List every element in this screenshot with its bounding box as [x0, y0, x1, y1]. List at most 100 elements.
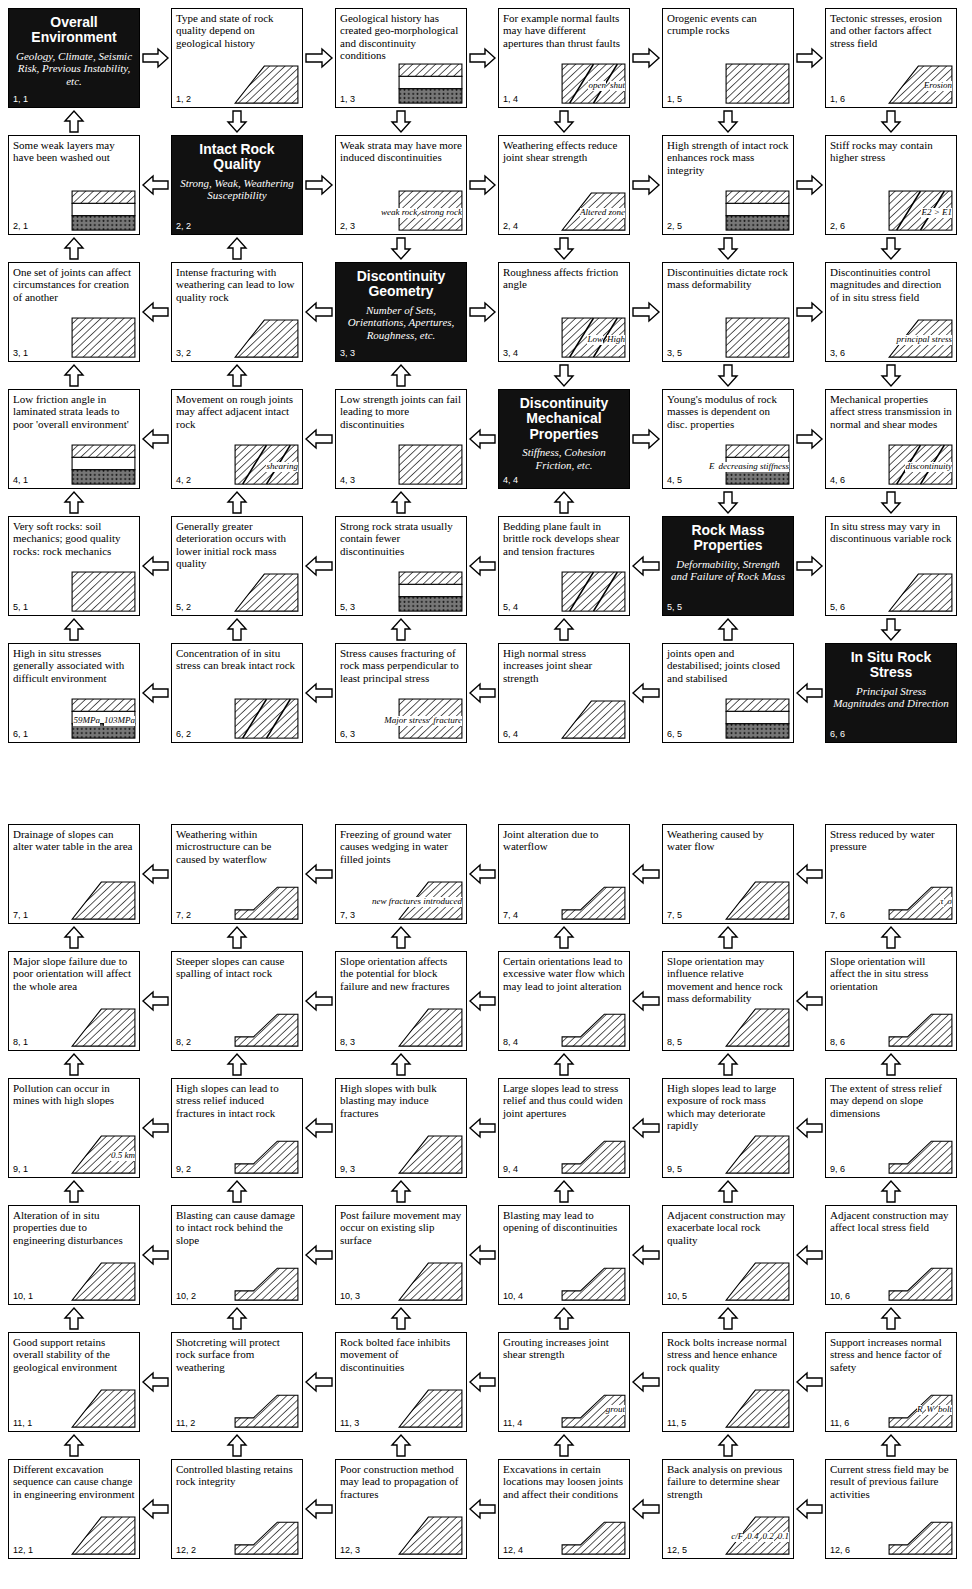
influence-arrow [797, 176, 822, 194]
sketch-label: 0.4 [747, 1532, 758, 1542]
interaction-box: Drainage of slopes can alter water table… [8, 824, 140, 924]
interaction-text: Weathering effects reduce joint shear st… [503, 139, 625, 164]
influence-arrow [65, 365, 83, 386]
sketch-label: bolt [938, 1405, 952, 1415]
box-footer: 3, 5 [667, 344, 789, 359]
interaction-text: Mechanical properties affect stress tran… [830, 393, 952, 430]
interaction-box: Type and state of rock quality depend on… [171, 8, 303, 108]
influence-arrow [228, 1181, 246, 1202]
interaction-text: Very soft rocks: soil mechanics; good qu… [13, 520, 135, 557]
interaction-text: Discontinuities dictate rock mass deform… [667, 266, 789, 291]
rock-sketch [725, 698, 790, 739]
sketch-labels: 0.5 km [13, 1151, 135, 1161]
interaction-box: Roughness affects friction angleLowHigh3… [498, 262, 630, 362]
rock-sketch [725, 63, 790, 104]
influence-arrow [143, 557, 168, 575]
influence-arrow [65, 111, 83, 132]
rock-sketch [561, 698, 626, 739]
influence-arrow [392, 1181, 410, 1202]
box-footer: 6, 4 [503, 725, 625, 740]
rock-sketch [725, 190, 790, 231]
box-footer: 12, 3 [340, 1541, 462, 1556]
interaction-text: Pollution can occur in mines with high s… [13, 1082, 135, 1107]
interaction-box: The extent of stress relief may depend o… [825, 1078, 957, 1178]
influence-arrow [228, 492, 246, 513]
sketch-label: decreasing stiffness [718, 462, 789, 472]
rock-sketch [71, 571, 136, 612]
rock-sketch [725, 1387, 790, 1428]
influence-arrow [719, 927, 737, 948]
influence-arrow [470, 865, 495, 883]
cell-number: 3, 5 [667, 349, 682, 359]
rock-sketch [725, 1260, 790, 1301]
influence-arrow [392, 365, 410, 386]
cell-number: 1, 5 [667, 95, 682, 105]
rock-sketch [234, 1006, 299, 1047]
interaction-box: Generally greater deterioration occurs w… [171, 516, 303, 616]
influence-arrow [633, 992, 659, 1010]
sketch-label: 0.5 km [111, 1151, 135, 1161]
rock-sketch [888, 1260, 953, 1301]
interaction-box: Concentration of in situ stress can brea… [171, 643, 303, 743]
box-footer: discontinuity4, 6 [830, 460, 952, 486]
influence-arrow [797, 303, 822, 321]
influence-arrow [228, 619, 246, 640]
interaction-text: Major slope failure due to poor orientat… [13, 955, 135, 992]
sketch-labels: LowHigh [503, 335, 625, 345]
box-footer: 12, 1 [13, 1541, 135, 1556]
cell-number: 2, 6 [830, 222, 845, 232]
box-footer: 9, 6 [830, 1160, 952, 1175]
interaction-text: Poor construction method may lead to pro… [340, 1463, 462, 1500]
interaction-text: Current stress field may be result of pr… [830, 1463, 952, 1500]
influence-arrow [470, 992, 495, 1010]
box-footer: openshut1, 4 [503, 79, 625, 105]
box-footer: 5, 5 [667, 601, 789, 613]
cell-number: 11, 4 [503, 1419, 522, 1429]
cell-number: 10, 3 [340, 1292, 360, 1302]
sketch-label: fracture [433, 716, 462, 726]
interaction-text: Slope orientation may influence relative… [667, 955, 789, 1004]
interaction-text: Alteration of in situ properties due to … [13, 1209, 135, 1246]
sketch-label: Major stress [384, 716, 429, 726]
box-footer: shearing4, 2 [176, 460, 298, 486]
interaction-box: Shotcreting will protect rock surface fr… [171, 1332, 303, 1432]
rock-sketch [561, 1514, 626, 1555]
box-footer: 8, 3 [340, 1033, 462, 1048]
interaction-box: Weak strata may have more induced discon… [335, 135, 467, 235]
sketch-label: 103MPa [104, 716, 135, 726]
interaction-text: One set of joints can affect circumstanc… [13, 266, 135, 303]
influence-arrow [882, 238, 900, 259]
interaction-box: Slope orientation affects the potential … [335, 951, 467, 1051]
interaction-text: Grouting increases joint shear strength [503, 1336, 625, 1361]
interaction-box: Support increases normal stress and henc… [825, 1332, 957, 1432]
rock-sketch [725, 317, 790, 358]
cell-number: 4, 5 [667, 476, 682, 486]
box-footer: 5, 3 [340, 598, 462, 613]
influence-arrow [470, 303, 495, 321]
cell-number: 11, 5 [667, 1419, 686, 1429]
interaction-box: Good support retains overall stability o… [8, 1332, 140, 1432]
influence-arrow [228, 1308, 246, 1329]
rock-sketch [234, 1260, 299, 1301]
rock-sketch [234, 698, 299, 739]
influence-arrow [797, 992, 822, 1010]
influence-arrow [555, 492, 573, 513]
box-footer: Erosion1, 6 [830, 79, 952, 105]
influence-arrow [470, 557, 495, 575]
cell-number: 3, 4 [503, 349, 518, 359]
interaction-box: Very soft rocks: soil mechanics; good qu… [8, 516, 140, 616]
influence-arrow [882, 111, 900, 132]
interaction-text: Tectonic stresses, erosion and other fac… [830, 12, 952, 49]
box-footer: 10, 4 [503, 1287, 625, 1302]
rock-sketch [561, 1133, 626, 1174]
influence-arrow [306, 1373, 332, 1391]
influence-arrow [65, 927, 83, 948]
factor-title: Intact Rock Quality [176, 142, 298, 173]
cell-number: 9, 6 [830, 1165, 845, 1175]
interaction-box: Tectonic stresses, erosion and other fac… [825, 8, 957, 108]
rock-sketch [71, 444, 136, 485]
interaction-box: Stiff rocks may contain higher stressE2 … [825, 135, 957, 235]
interaction-text: High slopes lead to large exposure of ro… [667, 1082, 789, 1131]
cell-number: 6, 4 [503, 730, 518, 740]
cell-number: 12, 2 [176, 1546, 196, 1556]
